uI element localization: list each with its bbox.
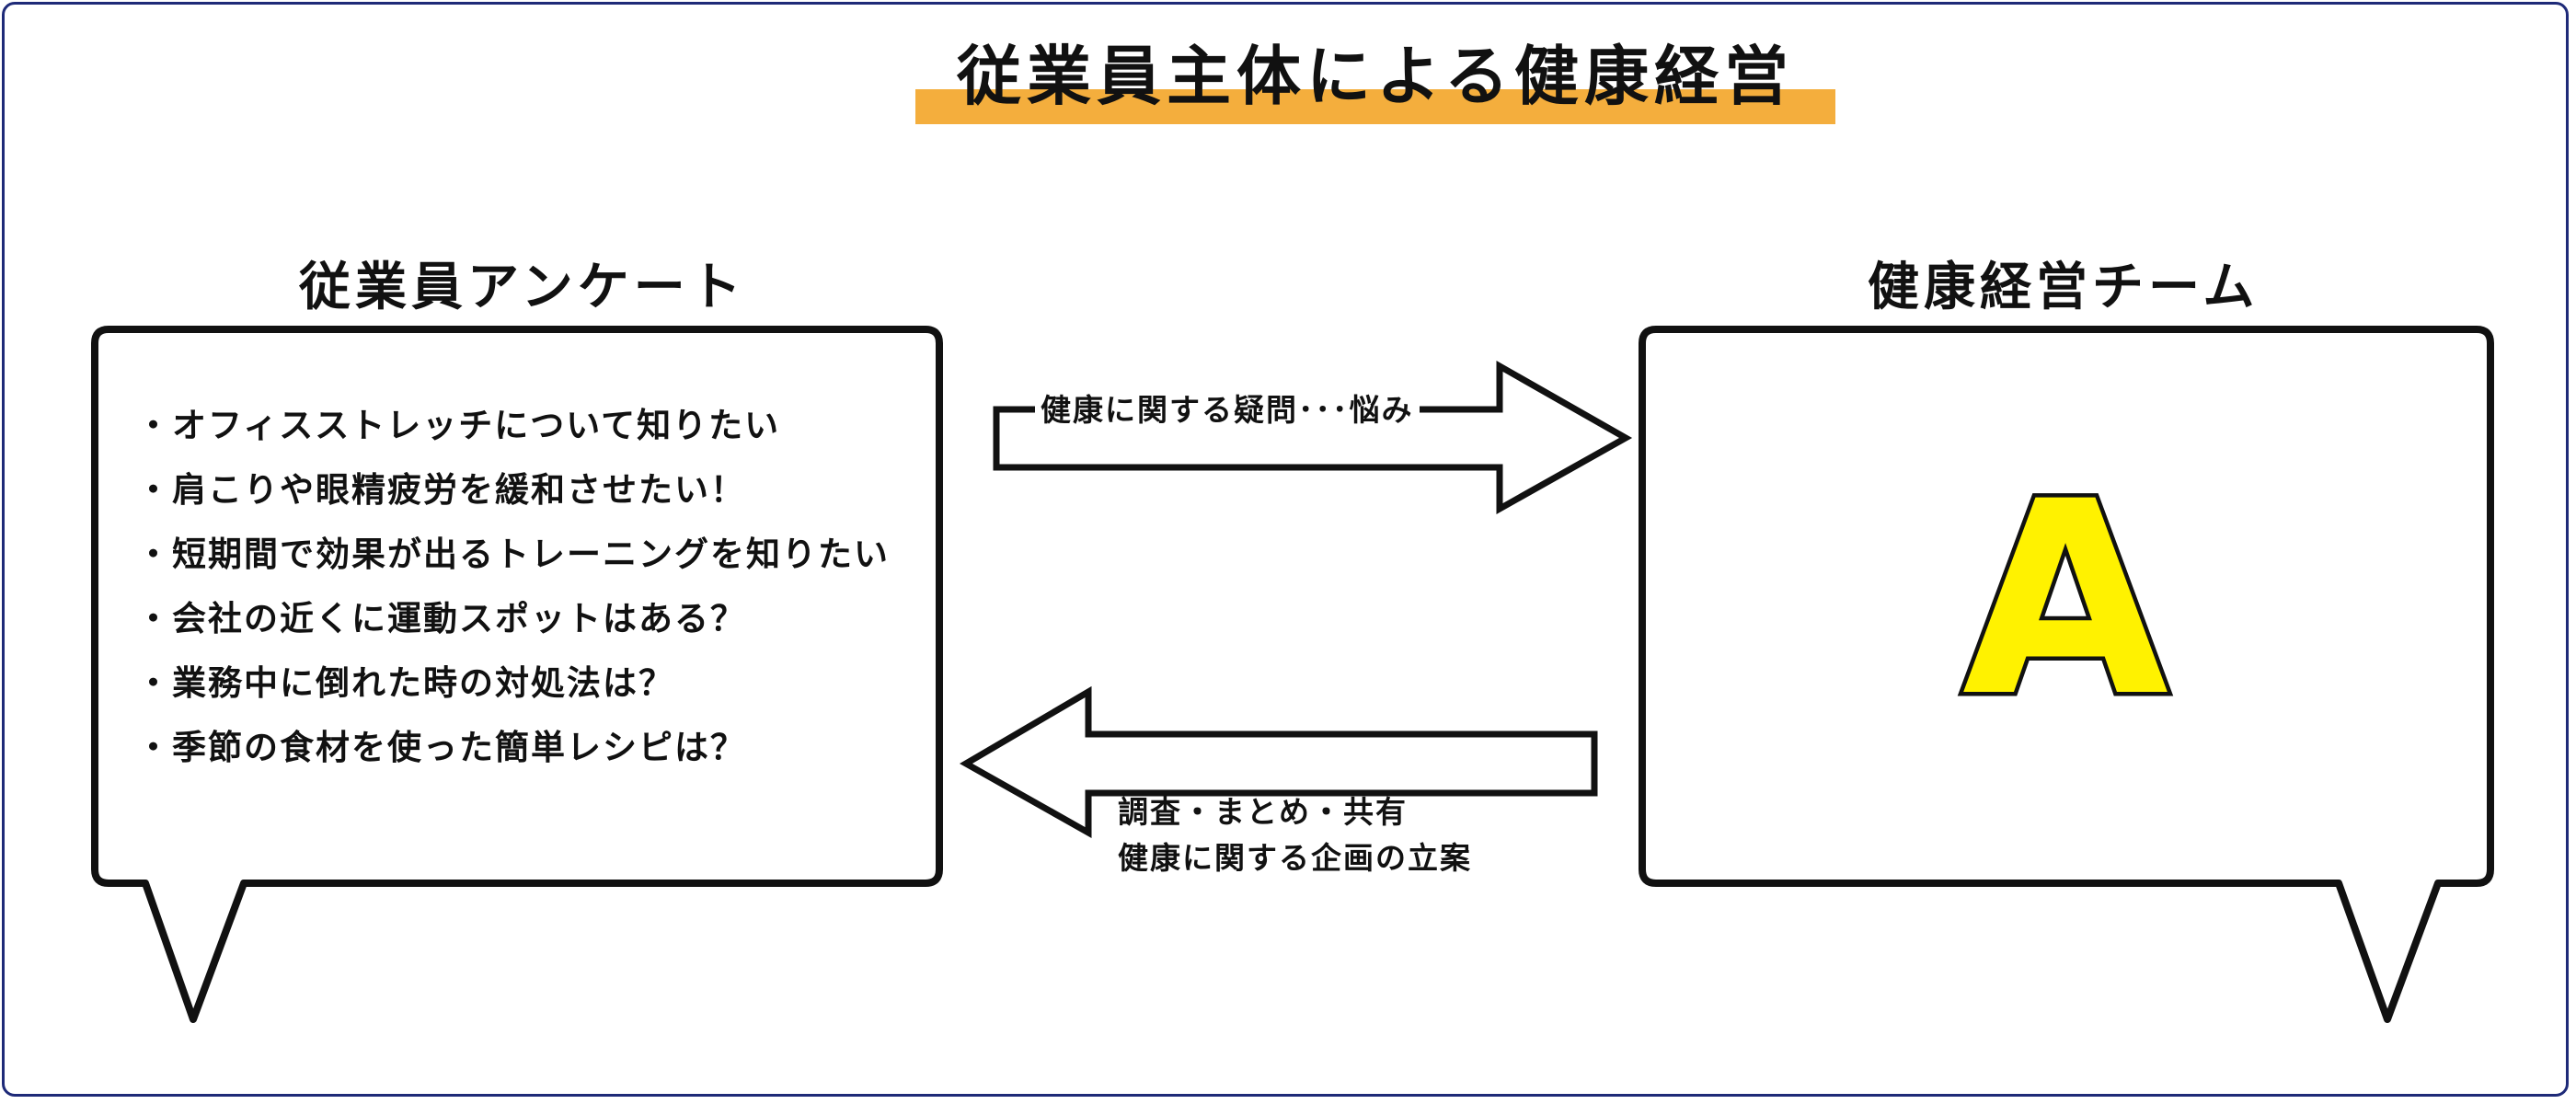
arrow-to-team bbox=[993, 360, 1633, 514]
arrow-to-employees-label: 調査・まとめ・共有 健康に関する企画の立案 bbox=[1118, 789, 1472, 881]
arrow-to-employees-label-line2: 健康に関する企画の立案 bbox=[1118, 840, 1472, 876]
list-item: ・肩こりや眼精疲労を緩和させたい！ bbox=[136, 470, 746, 510]
page-title: 従業員主体による健康経営 bbox=[957, 39, 1794, 114]
right-speech-bubble bbox=[1639, 326, 2494, 1023]
left-speech-bubble bbox=[91, 326, 943, 1023]
employee-survey-heading: 従業員アンケート bbox=[299, 258, 746, 317]
list-item: ・会社の近くに運動スポットはある？ bbox=[136, 599, 746, 638]
arrow-to-employees-label-line1: 調査・まとめ・共有 bbox=[1118, 794, 1408, 830]
survey-question-list: ・オフィスストレッチについて知りたい ・肩こりや眼精疲労を緩和させたい！ ・短期… bbox=[136, 394, 890, 780]
list-item: ・オフィスストレッチについて知りたい bbox=[136, 406, 781, 445]
arrow-to-employees bbox=[959, 685, 1598, 838]
list-item: ・業務中に倒れた時の対処法は？ bbox=[136, 663, 674, 703]
health-team-heading: 健康経営チーム bbox=[1868, 258, 2260, 317]
title-highlight bbox=[915, 89, 1835, 124]
arrow-to-team-label: 健康に関する疑問･･･悩み bbox=[1035, 390, 1420, 431]
list-item: ・季節の食材を使った簡単レシピは？ bbox=[136, 728, 746, 767]
list-item: ・短期間で効果が出るトレーニングを知りたい bbox=[136, 535, 890, 574]
team-letter-logo: A bbox=[1962, 445, 2171, 755]
